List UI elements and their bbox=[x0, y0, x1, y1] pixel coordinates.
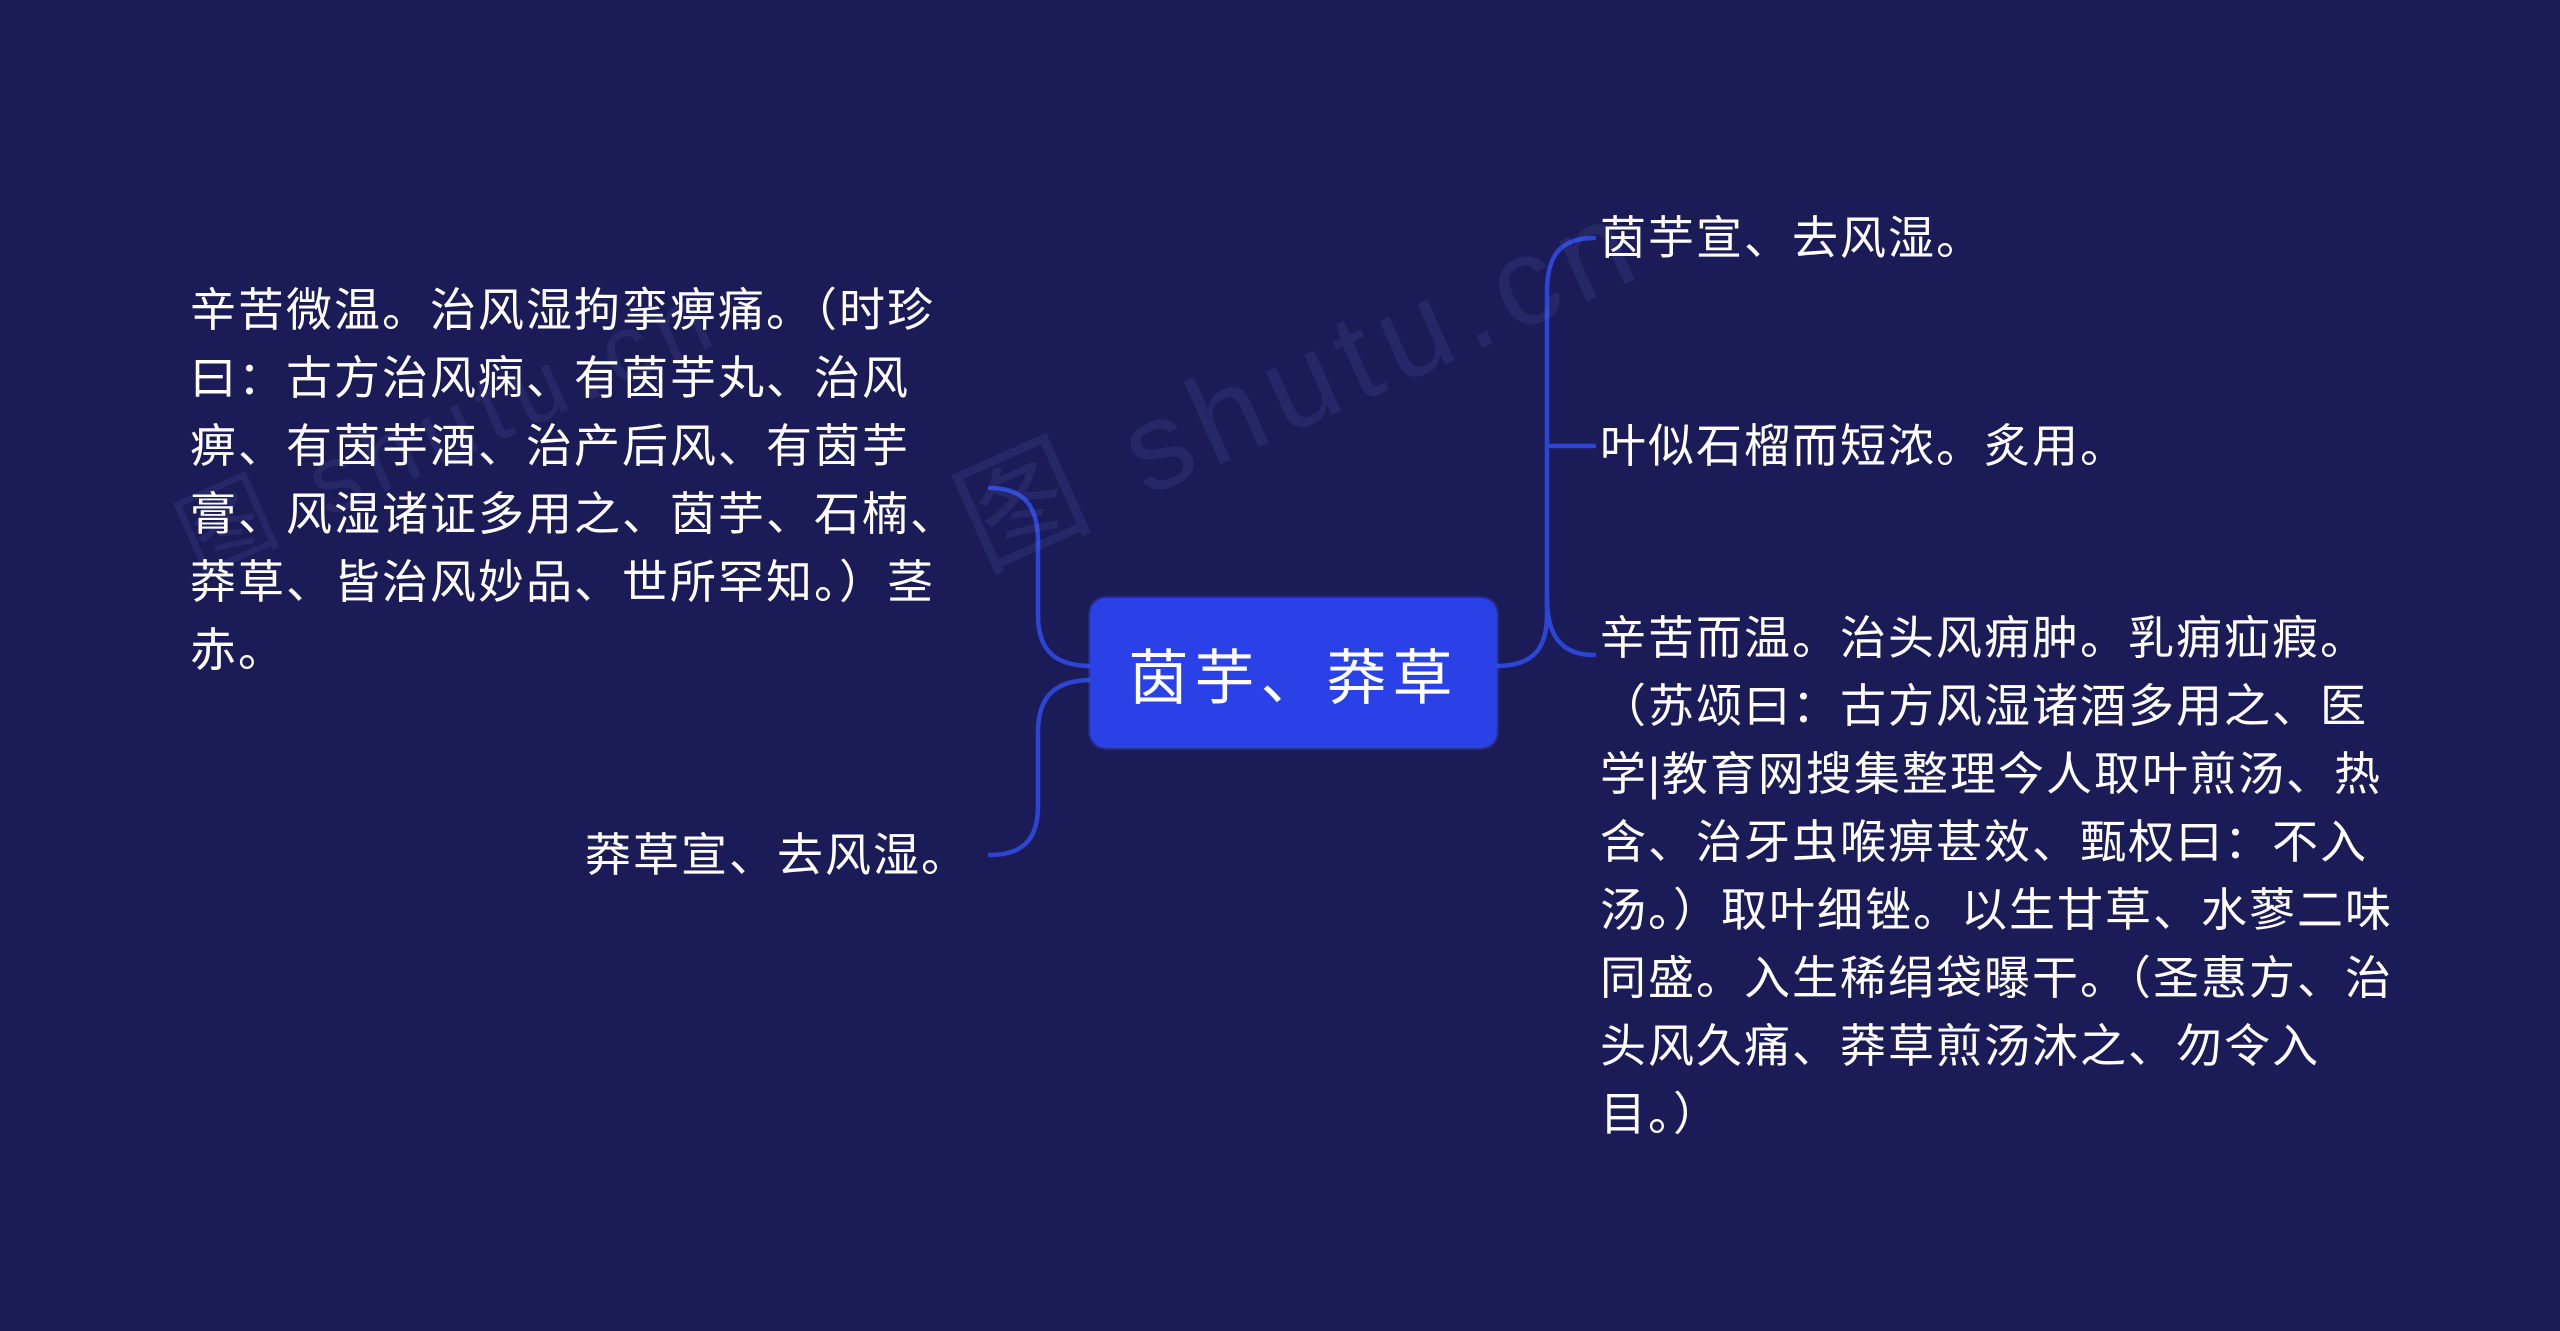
branch-left-mangcao-property[interactable]: 莽草宣、去风湿。 bbox=[585, 829, 969, 881]
edge-left-top bbox=[987, 485, 1095, 669]
edge-left-bottom bbox=[987, 677, 1095, 858]
edge-right-bottom bbox=[1544, 595, 1597, 658]
branch-right-description[interactable]: 辛苦而温。治头风痈肿。乳痈疝瘕。（苏颂曰：古方风湿诸酒多用之、医学|教育网搜集整… bbox=[1600, 612, 2393, 1140]
edge-right-top bbox=[1492, 235, 1597, 669]
watermark: 图 shutu.cn bbox=[936, 170, 1663, 595]
branch-right-leaf-description[interactable]: 叶似石榴而短浓。炙用。 bbox=[1600, 420, 2128, 472]
branch-left-description[interactable]: 辛苦微温。治风湿拘挛痹痛。（时珍曰：古方治风痫、有茵芋丸、治风痹、有茵芋酒、治产… bbox=[190, 284, 958, 676]
branch-right-yinyu-property[interactable]: 茵芋宣、去风湿。 bbox=[1600, 212, 1984, 264]
root-node-yinyu-mangcao[interactable]: 茵芋、莽草 bbox=[1090, 598, 1497, 748]
